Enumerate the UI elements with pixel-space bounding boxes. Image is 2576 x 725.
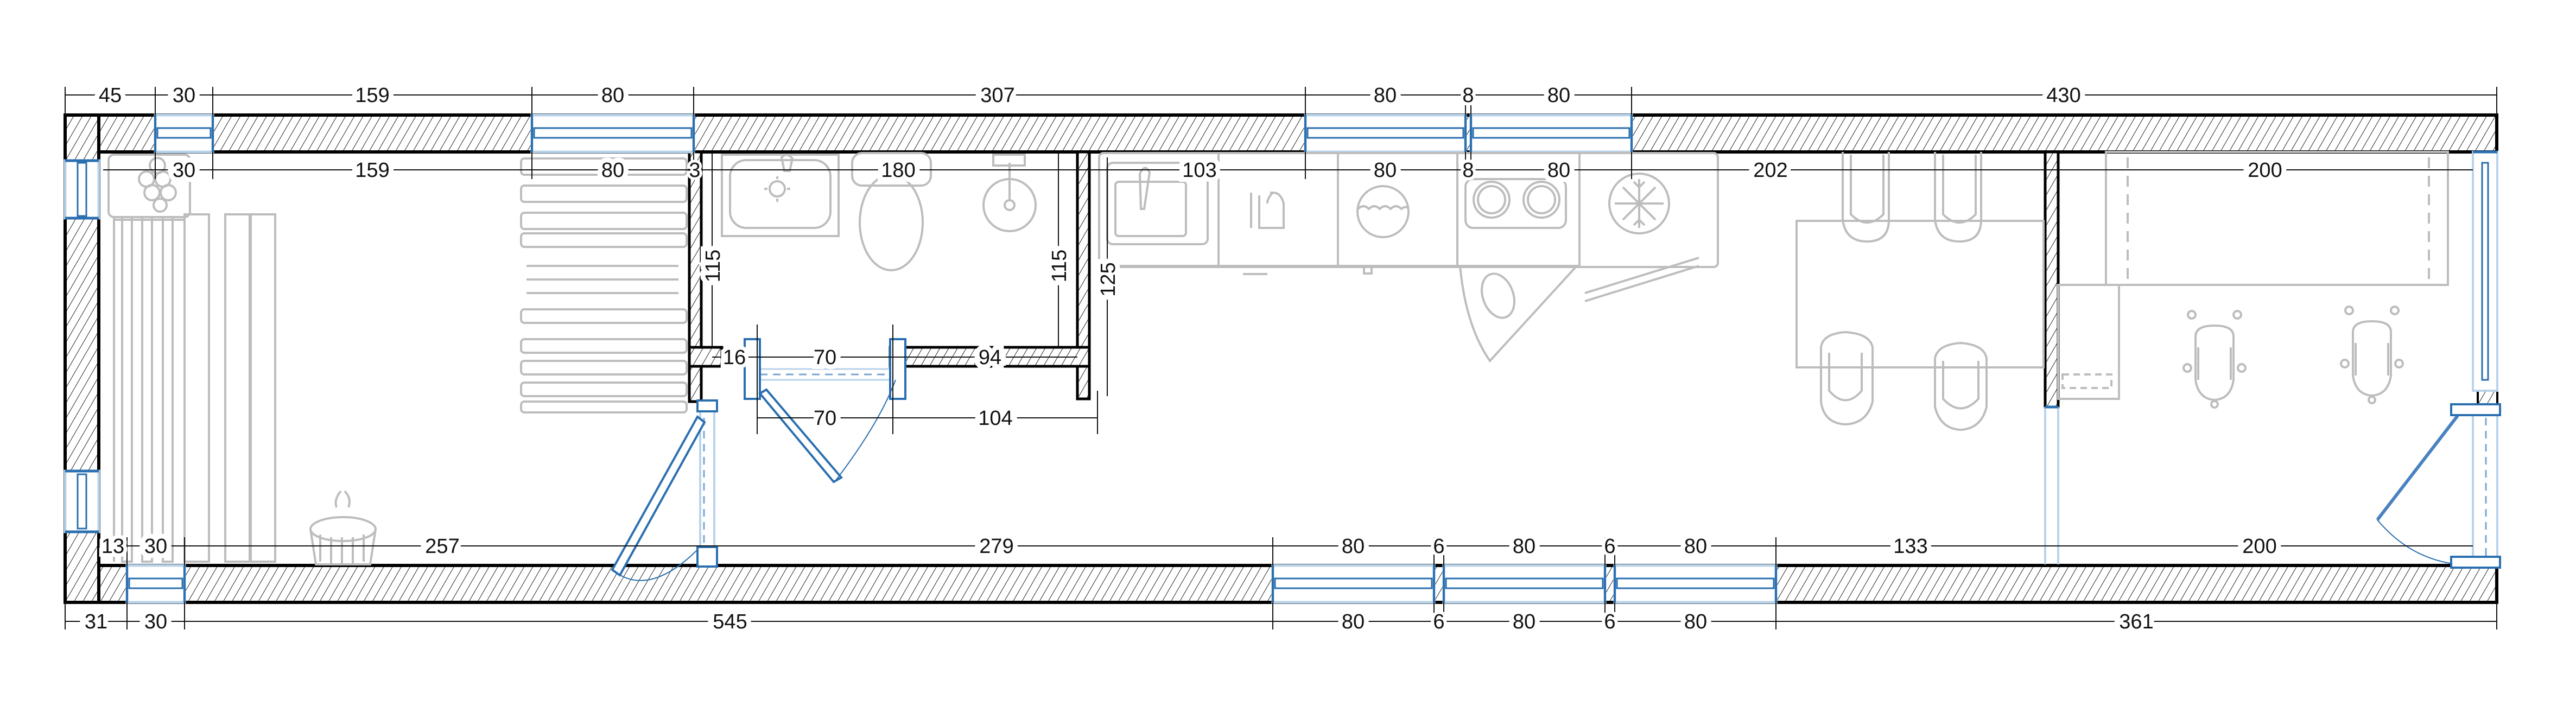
dim-label: 545 [713,610,747,633]
dim-label: 115 [1048,250,1071,283]
dishwasher-icon [1243,191,1285,275]
office-opening [2044,405,2059,564]
dim-label: 279 [979,535,1013,558]
exterior-door [2376,403,2501,569]
dim-label: 307 [980,84,1014,107]
washbasin-icon [721,154,840,237]
dining-chair-icon [1934,152,1982,243]
dining-chair-icon [1842,152,1890,243]
dimension-labels: 45 30 159 80 307 80 8 80 430 30 159 80 3… [80,79,2287,638]
dim-label: 159 [355,159,389,182]
bathroom-right-wall [1076,150,1091,400]
window [64,469,100,533]
dim-label: 70 [814,346,836,369]
sauna-door [611,399,718,581]
window [1304,113,1467,154]
window [530,113,695,154]
right-window [2472,150,2498,392]
dimension-lines [65,87,2497,629]
shower-icon [982,154,1037,232]
dim-label: 8 [1462,159,1474,182]
hob-icon [1464,178,1567,229]
bathroom-left-wall [688,150,703,403]
dim-label: 80 [1374,159,1397,182]
walls [64,113,2498,604]
doors [611,150,2501,581]
desk-icon [2057,151,2449,400]
office-chair-icon [2340,306,2404,404]
dim-label: 80 [601,84,624,107]
dim-label: 80 [1547,84,1570,107]
towel-rack-icon [520,157,688,414]
windows-left [64,159,100,533]
dim-label: 80 [1684,535,1707,558]
washing-machine-icon [1356,185,1410,275]
window [64,159,100,220]
dim-label: 16 [723,346,746,369]
fridge-icon [1584,173,1699,302]
furniture [107,151,2449,565]
dim-label: 430 [2046,84,2080,107]
windows-bottom [125,564,1778,604]
dining-table-icon [1795,220,2045,368]
dim-label: 257 [425,535,459,558]
sauna-bench-icon [113,213,276,563]
dining-chair-icon [1934,341,1988,431]
window [1271,564,1436,604]
window [125,564,186,604]
dim-label: 80 [1342,610,1365,633]
dim-label: 159 [355,84,389,107]
dim-label: 104 [978,407,1012,430]
kitchen-counter [1098,152,1719,268]
dim-label: 70 [814,407,836,430]
corner-cooktop-icon [1458,265,1579,363]
dim-label: 200 [2242,535,2276,558]
dim-label: 80 [601,159,624,182]
office-chair-icon [2182,310,2247,409]
dim-label: 361 [2119,610,2153,633]
dim-label: 6 [1433,535,1444,558]
dim-label: 94 [979,346,1001,369]
dim-label: 45 [99,84,122,107]
dim-label: 30 [173,84,195,107]
windows-top [154,113,1633,154]
window [1442,564,1607,604]
dim-label: 13 [101,535,124,558]
top-wall [64,113,2498,154]
dim-label: 3 [689,159,700,182]
dim-label: 6 [1433,610,1444,633]
dim-label: 80 [1374,84,1397,107]
window [1469,113,1633,154]
sauna-bucket-icon [309,490,377,565]
dim-label: 180 [881,159,915,182]
dim-label: 103 [1182,159,1216,182]
dim-label: 30 [144,610,167,633]
dim-label: 31 [85,610,107,633]
window [1613,564,1778,604]
dim-label: 80 [1513,610,1536,633]
dim-label: 8 [1462,84,1474,107]
window [154,113,214,154]
dim-label: 80 [1342,535,1365,558]
dim-label: 133 [1893,535,1927,558]
dim-label: 6 [1604,610,1615,633]
dim-label: 30 [144,535,167,558]
dim-label: 125 [1097,262,1120,296]
dim-label: 30 [173,159,195,182]
dim-label: 200 [2248,159,2282,182]
bathroom-door [744,338,906,484]
dim-label: 80 [1547,159,1570,182]
dim-label: 80 [1684,610,1707,633]
sauna-stove-icon [107,154,191,218]
dim-label: 80 [1513,535,1536,558]
dim-label: 115 [702,250,725,283]
office-partition-wall [2044,150,2060,409]
dim-label: 6 [1604,535,1615,558]
dim-label: 202 [1753,159,1787,182]
dining-chair-icon [1820,330,1874,426]
